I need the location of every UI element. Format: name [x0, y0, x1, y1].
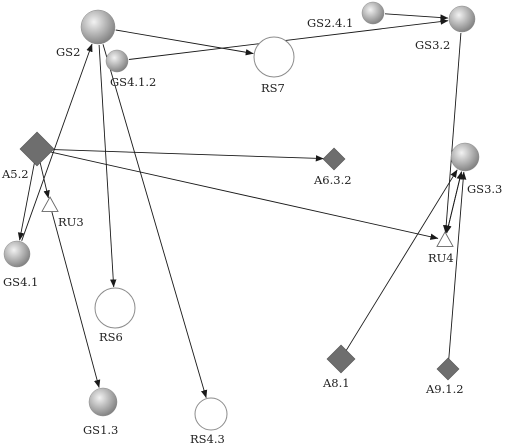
node-label-gs2: GS2 [56, 45, 80, 59]
node-label-a9-1-2: A9.1.2 [425, 382, 464, 396]
node-gs2-4-1-sphere [361, 1, 385, 25]
node-label-gs3-3: GS3.3 [467, 182, 502, 196]
edge-ru3-to-gs1-3 [51, 211, 101, 388]
node-label-rs6: RS6 [99, 330, 123, 344]
edge-a5-2-to-a6-3-2 [53, 149, 324, 162]
node-rs4-3-ring [194, 397, 228, 431]
edge-gs2-to-rs4-3 [102, 44, 208, 399]
edge-a5-2-to-ru4 [50, 151, 439, 240]
node-a8-1-diamond [326, 344, 356, 374]
node-ru4-triangle [436, 231, 454, 247]
node-a5-2-diamond [19, 131, 55, 167]
edge-gs3-2-to-ru4 [442, 32, 462, 234]
node-gs4-1-sphere [3, 240, 31, 268]
node-label-gs1-3: GS1.3 [83, 423, 118, 437]
edge-a5-2-to-gs4-1 [17, 163, 35, 241]
node-label-rs7: RS7 [261, 81, 285, 95]
edges-layer [17, 13, 467, 399]
edge-a8-1-to-gs3-3 [345, 169, 458, 351]
node-label-gs4-1: GS4.1 [3, 275, 38, 289]
node-gs2-sphere [80, 9, 116, 45]
node-rs7-ring [253, 36, 295, 78]
edge-ru4-to-gs3-3 [446, 171, 463, 234]
nodes-layer [3, 1, 480, 431]
node-label-gs2-4-1: GS2.4.1 [307, 16, 353, 30]
edge-a5-2-to-ru3 [39, 162, 50, 199]
node-label-a5-2: A5.2 [1, 167, 29, 181]
node-a9-1-2-diamond [436, 357, 460, 381]
edge-a9-1-2-to-gs3-3 [448, 171, 467, 359]
node-label-a8-1: A8.1 [322, 376, 350, 390]
node-label-gs3-2: GS3.2 [415, 38, 450, 52]
edge-gs2-4-1-to-gs3-2 [384, 13, 449, 21]
edge-gs4-1-to-gs2 [21, 43, 93, 241]
node-ru3-triangle [41, 196, 59, 212]
edge-gs2-to-rs7 [115, 29, 254, 56]
node-gs3-2-sphere [448, 5, 476, 33]
node-label-gs4-1-2: GS4.1.2 [110, 75, 156, 89]
node-gs4-1-2-sphere [105, 49, 129, 73]
node-a6-3-2-diamond [322, 147, 346, 171]
edge-gs4-1-2-to-gs3-2 [128, 18, 449, 60]
node-gs3-3-sphere [450, 142, 480, 172]
node-gs1-3-sphere [88, 387, 118, 417]
node-label-ru3: RU3 [58, 215, 84, 229]
node-label-ru4: RU4 [428, 251, 454, 265]
node-label-rs4-3: RS4.3 [190, 432, 225, 446]
edge-gs2-to-rs6 [98, 44, 117, 288]
node-rs6-ring [94, 287, 136, 329]
node-label-a6-3-2: A6.3.2 [313, 173, 352, 187]
